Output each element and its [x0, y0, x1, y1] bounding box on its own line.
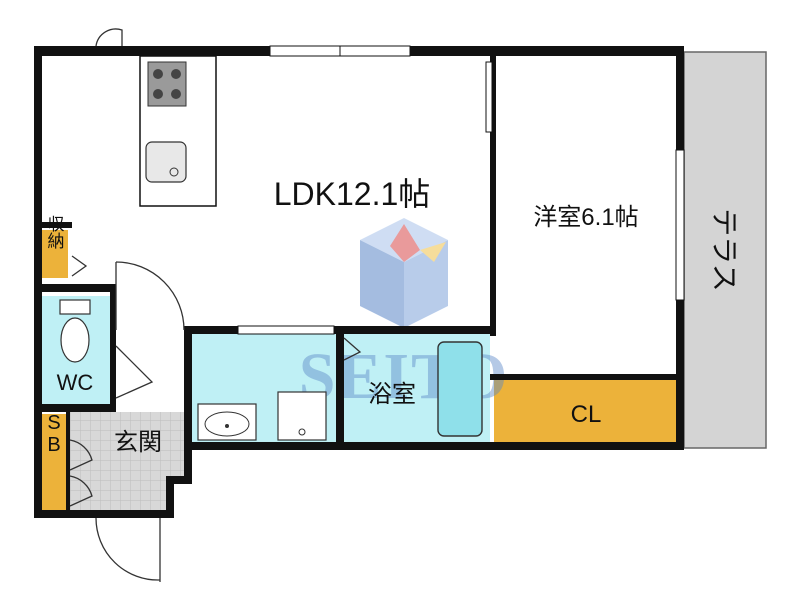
bathtub-icon	[437, 341, 483, 437]
washing-machine-icon	[277, 391, 327, 441]
wc-label: WC	[57, 370, 94, 395]
kitchen-counter	[139, 55, 217, 207]
bath-label: 浴室	[368, 381, 416, 408]
terrace-area	[683, 51, 767, 449]
door-swings	[69, 28, 362, 582]
closet-cl	[494, 378, 678, 444]
shoe-box-sb	[40, 414, 68, 512]
windows	[237, 45, 685, 335]
entrance-label: 玄関	[114, 429, 162, 456]
western-room-label: 洋室6.1帖	[533, 204, 638, 231]
seito-cube-logo	[360, 218, 448, 328]
storage-label: 収納	[45, 215, 65, 250]
toilet-icon	[59, 299, 91, 363]
kitchen-sink-icon	[145, 141, 187, 183]
terrace-label: テラス	[709, 208, 740, 291]
washbasin-icon	[197, 403, 257, 441]
ldk-label: LDK12.1帖	[274, 176, 431, 212]
storage-closet	[40, 230, 68, 278]
entrance-tile-floor	[70, 412, 184, 512]
sb-label: SB	[43, 412, 65, 456]
stove-icon	[147, 61, 187, 107]
cl-label: CL	[571, 401, 602, 428]
terrace-label-group: テラス	[709, 208, 740, 291]
